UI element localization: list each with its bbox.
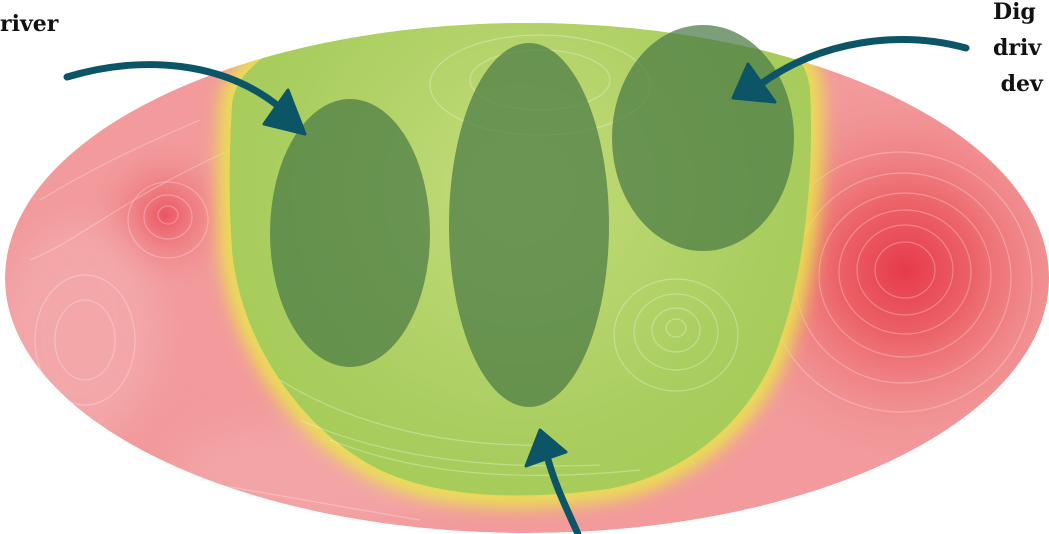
callout-right-line-3: dev [993,66,1043,102]
callout-right-line-2: driv [993,30,1043,66]
callout-left-label: river [0,6,58,42]
cluster-center [449,43,609,407]
callout-right-line-1: Dig [993,0,1043,30]
cluster-right [612,25,794,251]
cluster-left [270,99,430,367]
callout-right-label: Dig driv dev [993,0,1043,102]
callout-left-text: river [0,11,58,37]
